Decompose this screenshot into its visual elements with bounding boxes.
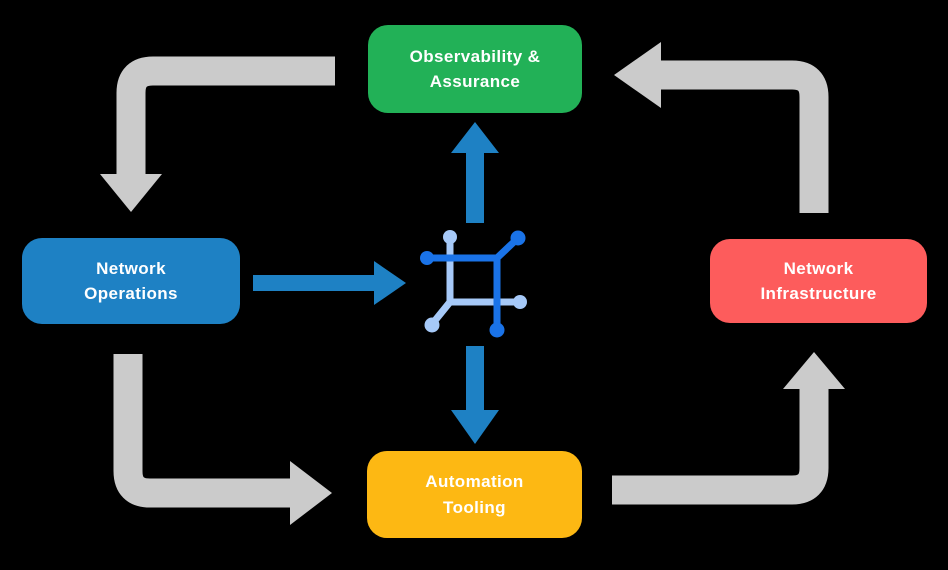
node-label-line: Observability &: [409, 46, 541, 66]
arrowhead-down: [451, 410, 499, 444]
arrowhead-up: [451, 122, 499, 153]
cycle-arrow-automation-to-infrastructure: [612, 352, 845, 505]
arrowhead-right: [374, 261, 406, 305]
direct-arrow-icon-to-observability: [451, 122, 499, 223]
arrowhead-right: [290, 461, 332, 525]
node-label-line: Network: [96, 258, 166, 278]
arrowhead-left: [614, 42, 661, 108]
node-label-line: Network: [783, 258, 854, 278]
cycle-arrow-operations-to-automation: [113, 354, 332, 525]
network-mesh-icon: [420, 230, 527, 338]
direct-arrow-operations-to-icon: [253, 261, 406, 305]
node-label-line: Tooling: [443, 497, 506, 517]
node-label-line: Assurance: [429, 72, 521, 91]
node-observability-assurance: Observability & Assurance: [368, 25, 582, 113]
node-network-operations: Network Operations: [22, 238, 240, 324]
cycle-arrow-observability-to-operations: [100, 56, 335, 212]
node-network-infrastructure: Network Infrastructure: [710, 239, 927, 323]
arrowhead-down: [100, 174, 162, 212]
node-label-line: Infrastructure: [760, 284, 877, 303]
node-automation-tooling: Automation Tooling: [367, 451, 582, 538]
cycle-arrow-infrastructure-to-observability: [614, 42, 829, 213]
node-label-line: Automation: [425, 472, 524, 491]
arrowhead-up: [783, 352, 845, 389]
node-label-line: Operations: [84, 284, 178, 303]
direct-arrow-icon-to-automation: [451, 346, 499, 444]
